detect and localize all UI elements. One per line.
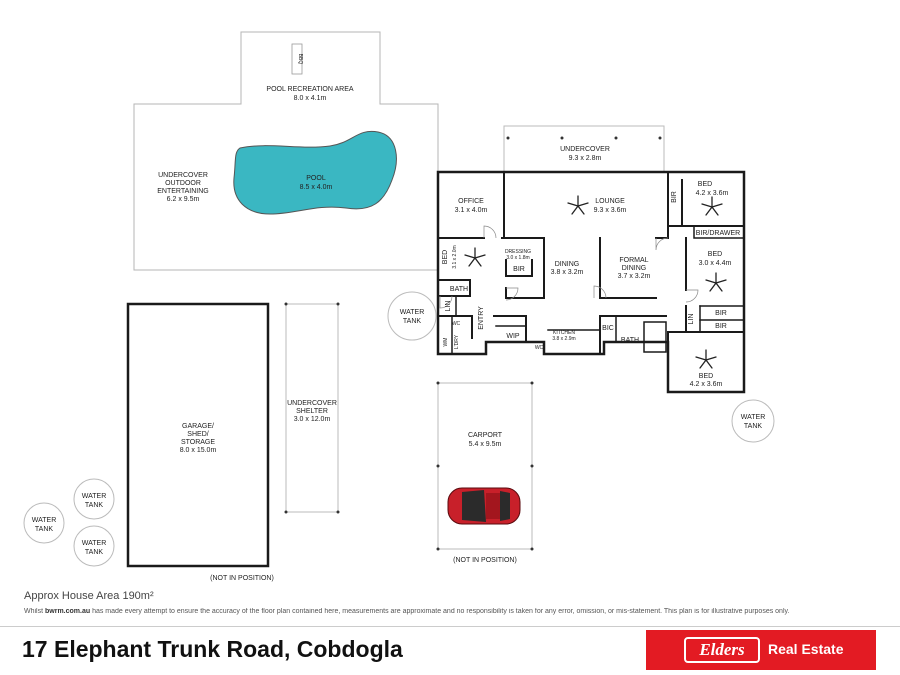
bir-label-e1: BIR	[715, 310, 727, 317]
bath-e-label: BATH	[621, 337, 639, 344]
door-swings	[439, 225, 699, 309]
garage-label-3: STORAGE	[181, 439, 215, 446]
kitchen-label: KITCHEN	[553, 330, 575, 336]
water-tank-house-e	[731, 399, 775, 443]
water-tank-garage-2-label-1: WATER	[32, 517, 57, 524]
bbq-box	[291, 43, 303, 75]
agency-name: Real Estate	[768, 641, 844, 657]
bed-se-size: 4.2 x 3.6m	[690, 381, 723, 388]
carport-size: 5.4 x 9.5m	[469, 441, 502, 448]
lin-label-w: LIN	[445, 301, 452, 312]
house-area: Approx House Area 190m²	[24, 590, 154, 602]
water-tank-garage-2	[23, 502, 65, 544]
formal-dining-label-1: FORMAL	[619, 257, 648, 264]
pool-label: POOL	[306, 175, 326, 182]
water-tank-house-e-label-1: WATER	[741, 414, 766, 421]
bed-w-size: 3.1 x 2.0m	[452, 245, 458, 268]
outdoor-entertaining-label-1: UNDERCOVER	[158, 172, 208, 179]
garage-outline	[126, 302, 270, 568]
ceiling-fan-bed-e	[705, 272, 727, 292]
ceiling-fan-bed-ne	[701, 196, 723, 216]
pool-recreation-size: 8.0 x 4.1m	[294, 95, 327, 102]
footer-divider	[0, 626, 900, 627]
house-walls	[436, 170, 746, 394]
disclaimer-brand: bwrm.com.au	[45, 608, 91, 615]
water-tank-garage-2-label-2: TANK	[35, 526, 53, 533]
water-tank-garage-3	[73, 525, 115, 567]
dressing-label: DRESSING	[505, 249, 531, 255]
bed-ne-size: 4.2 x 3.6m	[696, 190, 729, 197]
disclaimer: Whilst bwrm.com.au has made every attemp…	[24, 608, 790, 615]
bir-label-w: BIR	[513, 266, 525, 273]
undercover-rear-size: 9.3 x 2.8m	[569, 155, 602, 162]
water-tank-house-w-label-1: WATER	[400, 309, 425, 316]
garage-label-2: SHED/	[187, 431, 208, 438]
dining-label: DINING	[555, 261, 580, 268]
elders-logo: Elders	[684, 637, 760, 663]
office-size: 3.1 x 4.0m	[455, 207, 488, 214]
pool-recreation-label: POOL RECREATION AREA	[266, 86, 353, 93]
wc-label-c: WC	[535, 345, 544, 351]
bed-se-label: BED	[699, 373, 713, 380]
water-tank-garage-1	[73, 478, 115, 520]
formal-dining-size: 3.7 x 3.2m	[618, 273, 651, 280]
formal-dining-label-2: DINING	[622, 265, 647, 272]
undercover-shelter-label-2: SHELTER	[296, 408, 328, 415]
pool-size: 8.5 x 4.0m	[300, 184, 333, 191]
wc-label-w: WC	[452, 321, 461, 327]
pool-shape	[233, 130, 397, 215]
dressing-size: 3.0 x 1.8m	[506, 255, 529, 261]
bed-ne-label: BED	[698, 181, 712, 188]
agency-banner: Elders Real Estate	[646, 630, 876, 670]
water-tank-garage-1-label-1: WATER	[82, 493, 107, 500]
bed-e-size: 3.0 x 4.4m	[699, 260, 732, 267]
water-tank-house-w	[387, 291, 437, 341]
lounge-label: LOUNGE	[595, 198, 625, 205]
carport-not-in-position: (NOT IN POSITION)	[453, 557, 517, 564]
bir-label-ne: BIR	[671, 191, 678, 203]
carport-label: CARPORT	[468, 432, 503, 439]
bed-w-label: BED	[442, 250, 449, 264]
undercover-shelter-outline	[285, 303, 339, 513]
dining-size: 3.8 x 3.2m	[551, 269, 584, 276]
ldry-label: L'DRY	[454, 334, 460, 349]
garage-label-1: GARAGE/	[182, 423, 214, 430]
water-tank-house-w-label-2: TANK	[403, 318, 421, 325]
lin-label-e: LIN	[688, 314, 695, 325]
wip-label: WIP	[506, 333, 520, 340]
lounge-size: 9.3 x 3.6m	[594, 207, 627, 214]
bbq-label: BBQ	[297, 54, 303, 65]
undercover-shelter-label-1: UNDERCOVER	[287, 400, 337, 407]
water-tank-garage-3-label-2: TANK	[85, 549, 103, 556]
garage-not-in-position: (NOT IN POSITION)	[210, 575, 274, 582]
ceiling-fan-lounge	[567, 195, 589, 215]
bath-w-label: BATH	[450, 286, 468, 293]
outdoor-entertaining-label-3: ENTERTAINING	[157, 188, 208, 195]
kitchen-size: 3.8 x 2.9m	[552, 336, 575, 342]
wm-label: WM	[443, 338, 449, 347]
water-tank-garage-1-label-2: TANK	[85, 502, 103, 509]
bic-label: BIC	[602, 325, 614, 332]
outdoor-entertaining-label-2: OUTDOOR	[165, 180, 201, 187]
outdoor-entertaining-size: 6.2 x 9.5m	[167, 196, 200, 203]
undercover-shelter-size: 3.0 x 12.0m	[294, 416, 331, 423]
water-tank-garage-3-label-1: WATER	[82, 540, 107, 547]
bir-drawer-label: BIR/DRAWER	[696, 230, 740, 237]
car-icon	[447, 487, 521, 525]
ceiling-fan-bed-se	[695, 349, 717, 369]
entry-label: ENTRY	[478, 306, 485, 330]
office-label: OFFICE	[458, 198, 484, 205]
ceiling-fan-bed-w	[464, 247, 486, 267]
garage-size: 8.0 x 15.0m	[180, 447, 217, 454]
undercover-rear-label: UNDERCOVER	[560, 146, 610, 153]
property-address: 17 Elephant Trunk Road, Cobdogla	[22, 636, 403, 662]
water-tank-house-e-label-2: TANK	[744, 423, 762, 430]
bir-label-e2: BIR	[715, 323, 727, 330]
bed-e-label: BED	[708, 251, 722, 258]
